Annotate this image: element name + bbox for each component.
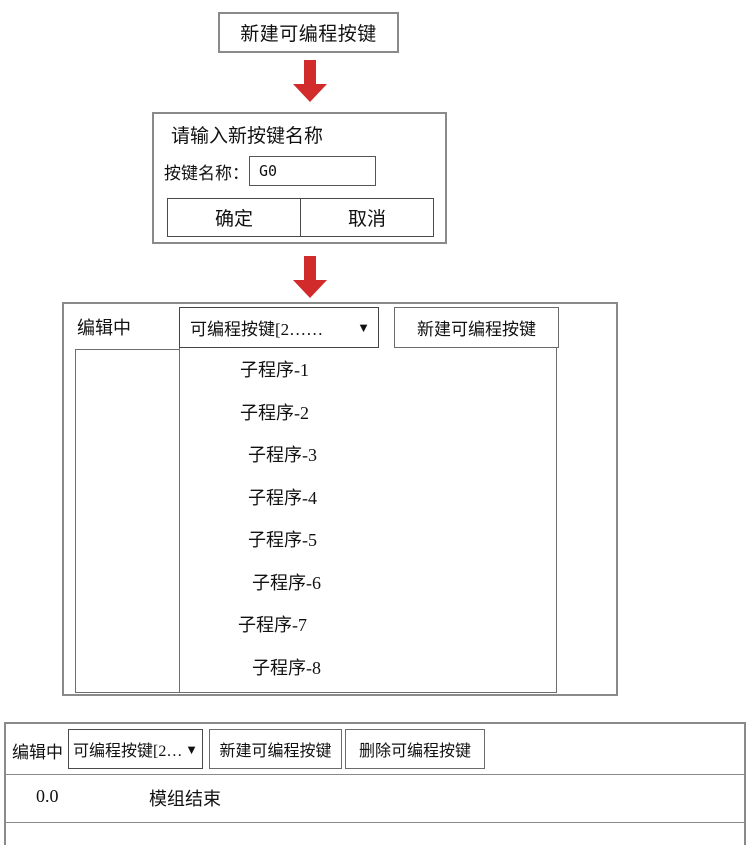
dialog-button-row: 确定 取消 [167,198,434,237]
program-list-toolbar: 编辑中 可编程按键[2… ▼ 新建可编程按键 删除可编程按键 [6,724,744,775]
confirm-button[interactable]: 确定 [168,199,300,236]
dialog-title: 请输入新按键名称 [171,126,324,147]
editor-toolbar: 编辑中 可编程按键[2…… ▼ 新建可编程按键 [64,304,616,348]
list-item[interactable]: 子程序-8 [252,657,321,678]
new-programmable-key-button[interactable]: 新建可编程按键 [394,307,559,348]
row-line-number: 0.0 [36,786,59,806]
cancel-button[interactable]: 取消 [300,199,433,236]
list-item[interactable]: 子程序-4 [248,487,317,508]
programmable-key-select-value: 可编程按键[2…… [190,320,324,339]
programmable-key-dropdown-list[interactable]: 子程序-1 子程序-2 子程序-3 子程序-4 子程序-5 子程序-6 子程序-… [179,348,557,693]
list-item[interactable]: 子程序-2 [240,402,309,423]
editing-status-label: 编辑中 [12,743,63,762]
list-item[interactable]: 子程序-6 [252,572,321,593]
down-arrow-icon [293,256,327,298]
down-arrow-shaft [304,256,316,280]
table-row-empty[interactable] [6,822,744,845]
new-programmable-key-title-text: 新建可编程按键 [240,24,377,45]
programmable-key-select-value: 可编程按键[2… [73,743,182,760]
down-arrow-icon [293,60,327,102]
list-item[interactable]: 子程序-3 [248,445,317,466]
delete-programmable-key-button[interactable]: 删除可编程按键 [345,729,485,769]
down-arrow-head [293,84,327,102]
list-item[interactable]: 子程序-7 [238,615,307,636]
list-item[interactable]: 子程序-5 [248,530,317,551]
chevron-down-icon: ▼ [185,741,198,757]
chevron-down-icon: ▼ [357,320,370,335]
list-item[interactable]: 子程序-1 [240,360,309,381]
table-row[interactable]: 0.0 模组结束 [6,774,744,823]
key-name-field-row: 按键名称： G0 [164,156,376,186]
new-key-name-dialog: 请输入新按键名称 按键名称： G0 确定 取消 [152,112,447,244]
down-arrow-head [293,280,327,298]
new-programmable-key-title-box: 新建可编程按键 [218,12,399,53]
programmable-key-select[interactable]: 可编程按键[2… ▼ [68,729,203,769]
new-programmable-key-button[interactable]: 新建可编程按键 [209,729,342,769]
editing-status-label: 编辑中 [77,318,131,338]
down-arrow-shaft [304,60,316,84]
editor-panel-expanded: 编辑中 可编程按键[2…… ▼ 新建可编程按键 子程序-1 子程序-2 子程序-… [62,302,618,696]
row-command-text: 模组结束 [149,789,221,809]
key-name-label: 按键名称： [164,163,249,183]
key-name-input[interactable]: G0 [249,156,376,186]
program-list-panel: 编辑中 可编程按键[2… ▼ 新建可编程按键 删除可编程按键 0.0 模组结束 [4,722,746,845]
programmable-key-select[interactable]: 可编程按键[2…… ▼ [179,307,379,348]
